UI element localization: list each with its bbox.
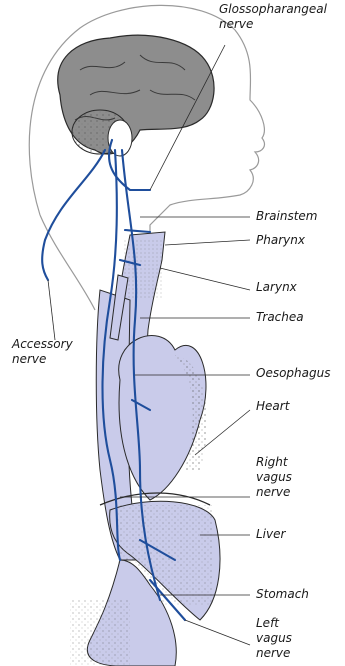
label-pharynx: Pharynx	[256, 233, 305, 248]
accessory-nerve-path	[42, 150, 105, 280]
label-heart: Heart	[256, 399, 289, 414]
label-glossopharyngeal-nerve: Glossopharangeal nerve	[219, 2, 327, 32]
brainstem-shape	[108, 120, 132, 156]
leader-pharynx	[165, 240, 250, 245]
label-brainstem: Brainstem	[256, 209, 318, 224]
label-right-vagus-nerve: Right vagus nerve	[256, 455, 292, 500]
vagus-branch-1	[125, 230, 150, 232]
leader-left-vagus	[185, 620, 250, 645]
back-outline	[40, 215, 95, 310]
leader-larynx	[160, 268, 250, 290]
label-stomach: Stomach	[256, 587, 309, 602]
label-liver: Liver	[256, 527, 285, 542]
label-oesophagus: Oesophagus	[256, 366, 330, 381]
label-accessory-nerve: Accessory nerve	[12, 337, 73, 367]
label-trachea: Trachea	[256, 310, 304, 325]
label-left-vagus-nerve: Left vagus nerve	[256, 616, 292, 661]
stomach-stipple	[70, 600, 130, 666]
label-larynx: Larynx	[256, 280, 297, 295]
pharynx-stipple	[122, 240, 162, 300]
leader-accessory	[48, 280, 55, 340]
